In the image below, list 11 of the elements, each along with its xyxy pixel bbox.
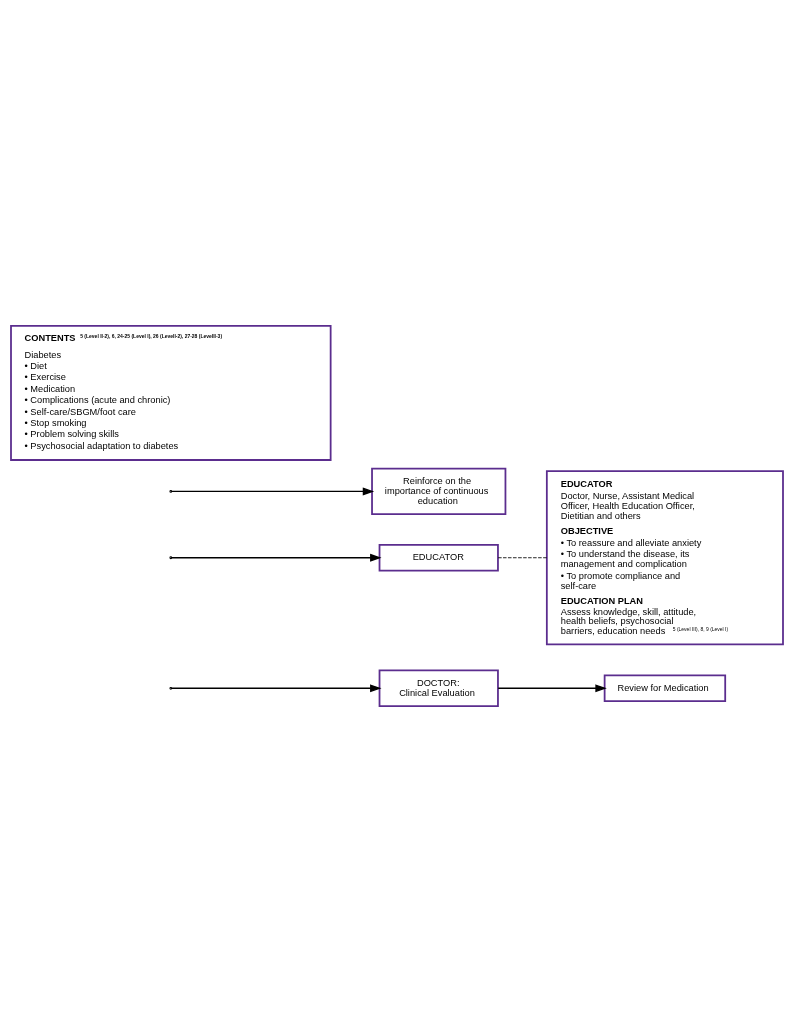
node-box: Reinforce on the importance of continuous education <box>371 467 507 516</box>
arrow <box>170 553 382 562</box>
connector <box>497 557 548 559</box>
arrow <box>497 684 607 693</box>
node-box: EDUCATOR <box>378 544 499 572</box>
node-box: EDUCATOR Doctor, Nurse, Assistant Medical Officer, Health Education Officer, Dietitian and others OBJECTIVE • To reassure and alleviate anxiety • To understand the disease, its management and complication • To promote compliance and self-care EDUCATION PLAN Assess knowledge, skill, attitude, health beliefs, psychosocial barriers, education needs $^{5 (Level III), 8, 9 (Level I)}$ <box>545 470 784 646</box>
node-box: Review for Medication <box>603 674 727 703</box>
node-box: CONTENTS $^{5 (Level II-2), 6, 24-25 (Level I), 26 (LevelI-2), 27-28 (LevelII-3)}$ Diabetes • Diet • Exercise • Medication • Complications (acute and chronic) • Self-care/SBGM/foot care • Stop smoking • Problem solving skills • Psychosocial adaptation to diabetes <box>10 324 332 461</box>
arrow <box>170 487 375 496</box>
node-box: DOCTOR: Clinical Evaluation <box>378 669 499 708</box>
arrow <box>170 684 382 693</box>
